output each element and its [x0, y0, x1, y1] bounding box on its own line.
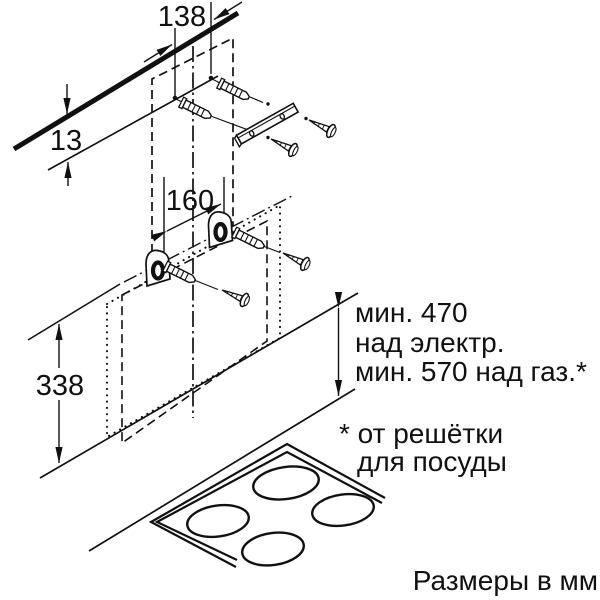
burner-bottom — [241, 531, 305, 567]
footnote-line1: * от решётки — [339, 418, 503, 449]
hood-dashed-outline — [121, 219, 268, 445]
clearance-line1: мин. 470 — [355, 297, 468, 328]
wall-plug-hook-left — [161, 260, 197, 284]
template-outlines — [105, 36, 293, 445]
hood-bottom-line-left — [27, 283, 121, 341]
dimension-338: 338 — [36, 324, 84, 463]
dim-arrow — [151, 203, 222, 242]
dimension-13: 13 — [50, 84, 82, 186]
wall-plug-hook-right — [230, 226, 266, 250]
dim-arrow — [213, 1, 243, 21]
alignment-dots — [266, 102, 308, 140]
rail-hole — [248, 130, 255, 137]
clearance-note: мин. 470 над электр. мин. 570 над газ.* — [355, 297, 587, 387]
wall-lines — [12, 10, 359, 552]
screw-rail-lower — [270, 138, 299, 158]
dimension-138: 138 — [143, 1, 243, 96]
dim-arrow — [143, 43, 173, 63]
wall-plug-top-right — [215, 77, 251, 101]
dim-160-label: 160 — [166, 185, 214, 217]
units-note: Размеры в мм — [413, 565, 598, 596]
burner-left — [186, 503, 250, 539]
mounting-rail — [233, 102, 300, 149]
dim-338-label: 338 — [36, 370, 84, 402]
clearance-line3: мин. 570 над газ.* — [355, 356, 587, 387]
burner-right — [311, 492, 375, 528]
footnote: * от решётки для посуды — [339, 418, 507, 477]
ceiling-line — [12, 10, 240, 152]
hood-lower-edge-line — [39, 292, 359, 479]
chimney-dashed-outline — [151, 36, 234, 281]
cooktop — [148, 442, 386, 568]
burner-top — [252, 465, 320, 501]
dimension-160: 160 — [151, 177, 225, 252]
clearance-line2: над электр. — [355, 327, 504, 358]
screw-hook-left — [221, 289, 251, 308]
footnote-line2: для посуды — [357, 446, 507, 477]
dim-138-label: 138 — [158, 1, 206, 33]
wall-plug-top-left — [177, 96, 213, 120]
cooktop-inner-edge — [154, 450, 383, 561]
keyhole-bracket-right — [207, 211, 234, 249]
cooktop-surface-line — [88, 388, 356, 552]
rail-hole — [279, 113, 286, 120]
top-holes-line — [47, 75, 219, 171]
keyhole-slot — [213, 221, 228, 243]
dim-13-label: 13 — [50, 125, 82, 157]
screw-hook-right — [282, 252, 311, 272]
screw-rail-upper — [308, 119, 337, 139]
